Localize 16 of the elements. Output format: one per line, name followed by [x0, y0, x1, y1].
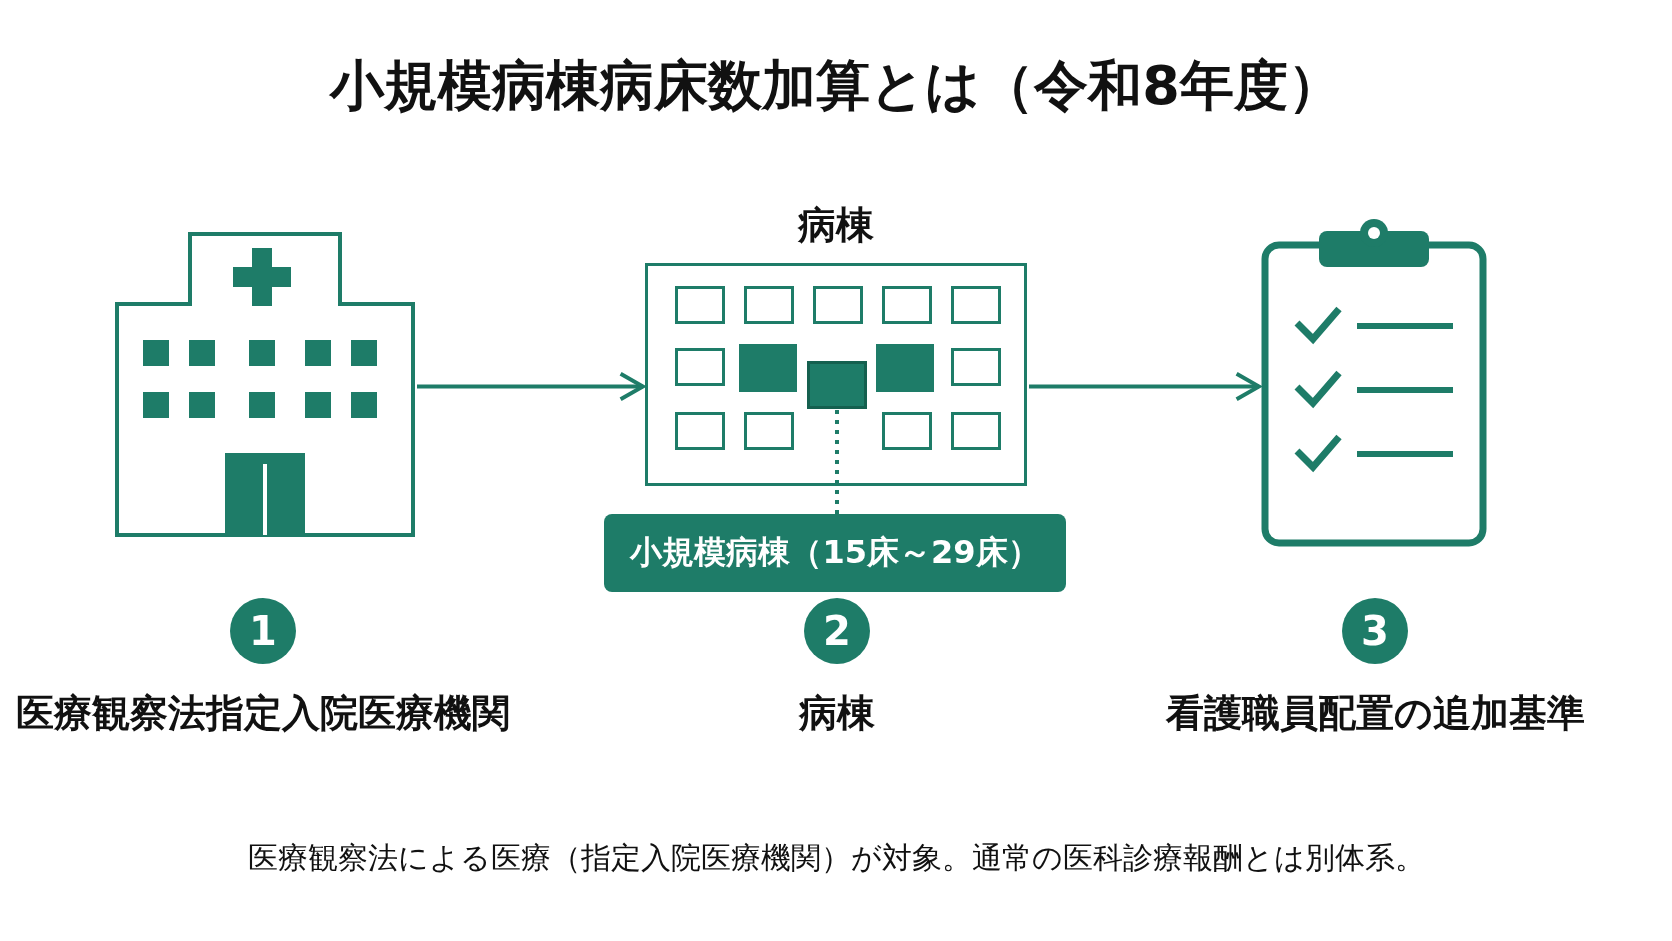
highlighted-room: [807, 361, 867, 409]
hospital-drawing: [115, 232, 415, 537]
title: 小規模病棟病床数加算とは（令和8年度）: [328, 53, 1343, 119]
caption-text: 医療観察法による医療（指定入院医療機関）が対象。通常の医科診療報酬とは別体系。: [246, 839, 1426, 877]
ward-size-badge: 小規模病棟（15床～29床）: [604, 514, 1066, 592]
ward-heading: 病棟: [797, 202, 875, 249]
leader-line: [835, 409, 839, 514]
step-caption: 看護職員配置の追加基準: [1164, 690, 1586, 737]
step-caption: 病棟: [798, 690, 876, 737]
step-number: 2: [804, 598, 870, 664]
step-number: 1: [230, 598, 296, 664]
clipboard-drawing: [1261, 219, 1487, 547]
arrow: [1029, 371, 1261, 402]
step-number: 3: [1342, 598, 1408, 664]
step-caption: 医療観察法指定入院医療機関: [15, 690, 511, 737]
arrow: [417, 371, 645, 402]
